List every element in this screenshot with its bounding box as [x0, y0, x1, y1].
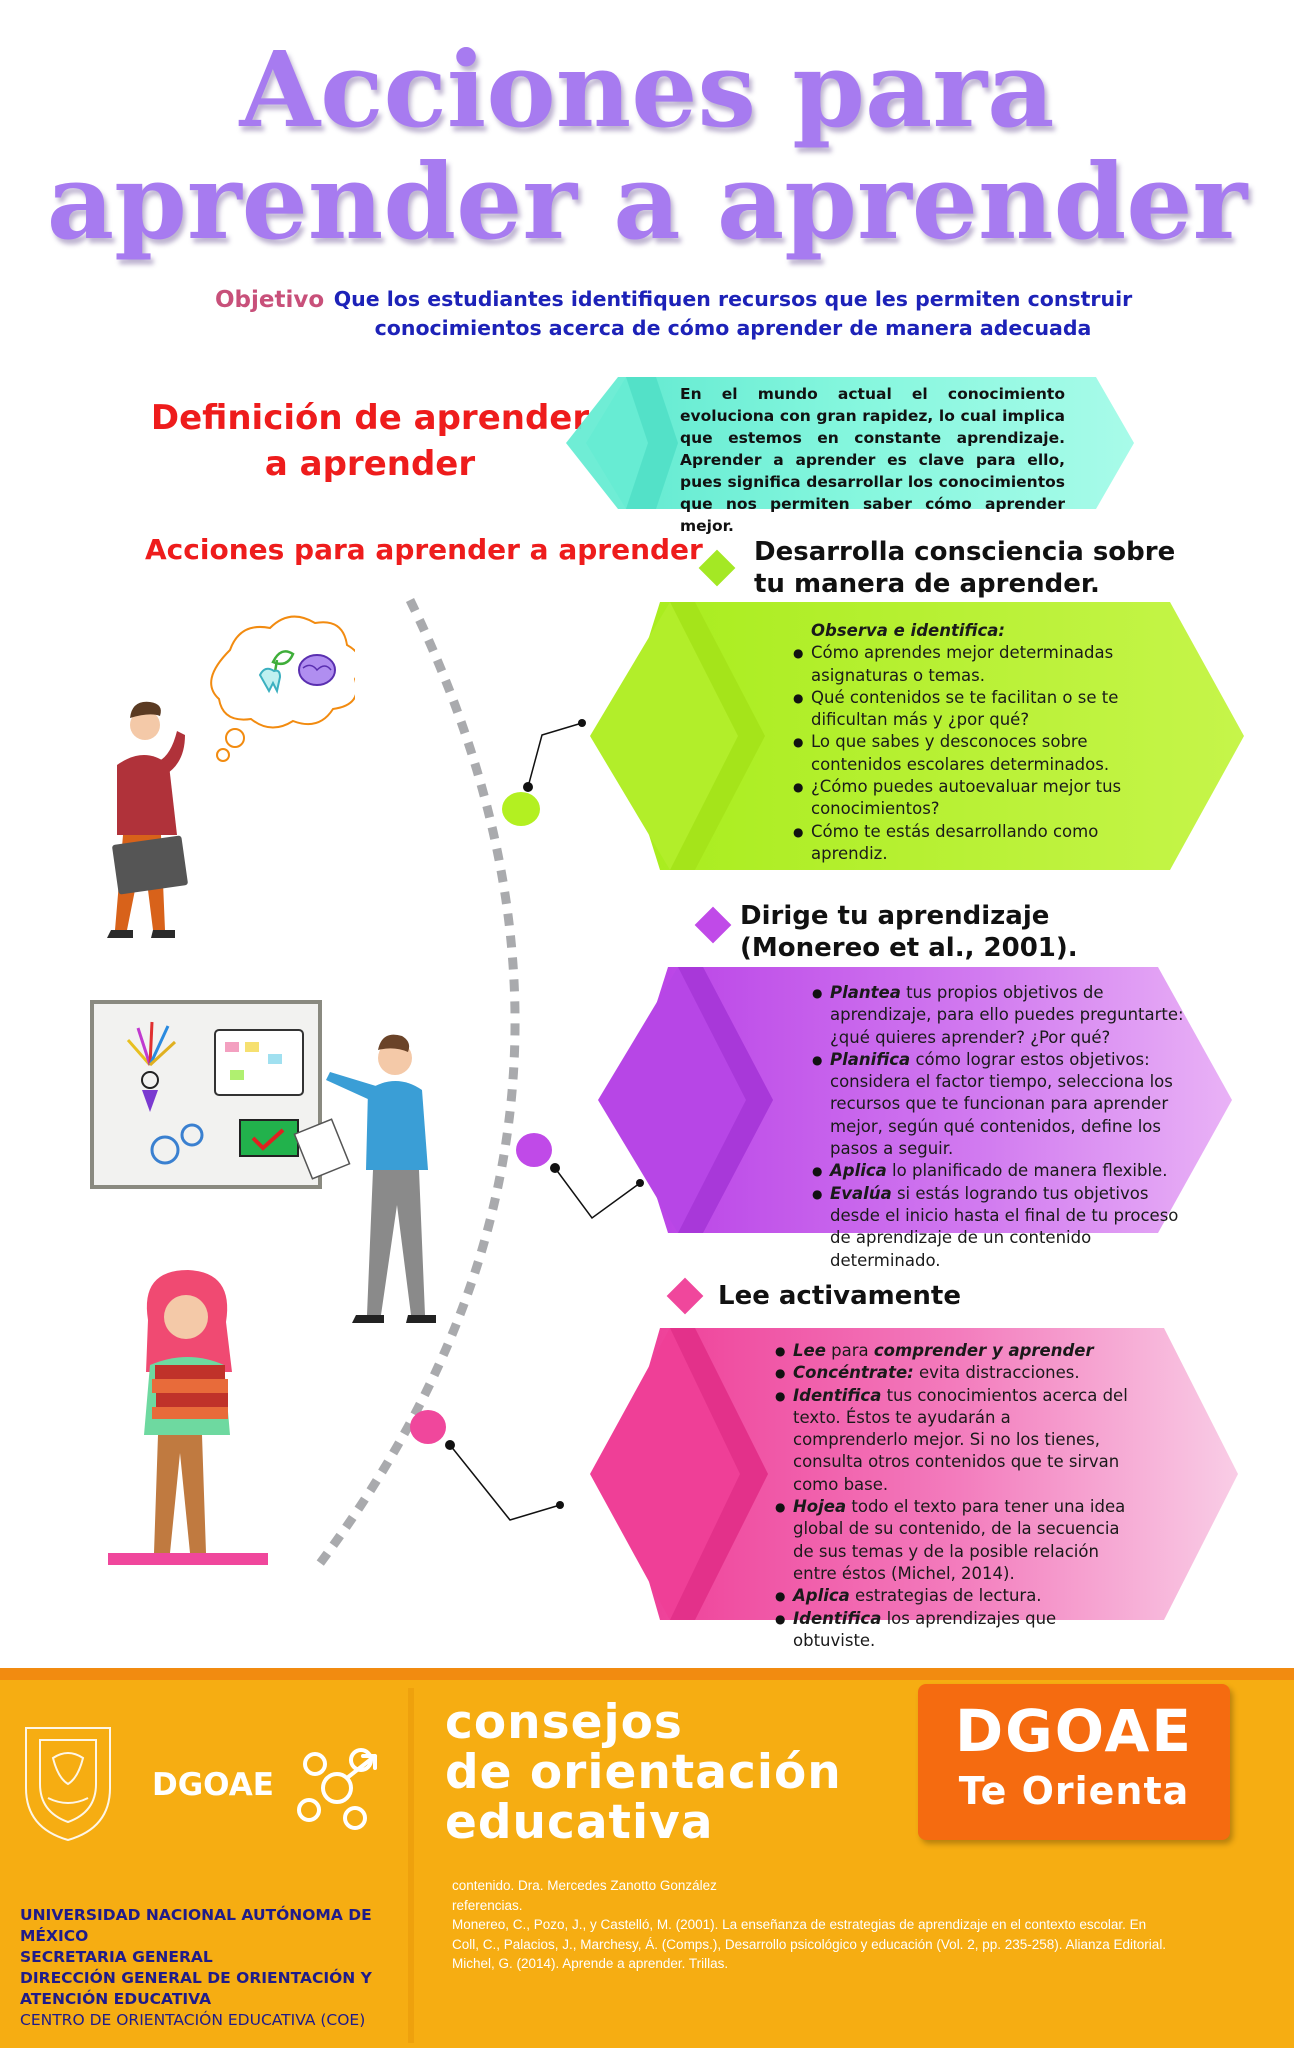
reading-student-illustration: [108, 1270, 268, 1565]
section3-heading: Lee activamente: [718, 1281, 961, 1311]
planning-board-illustration: [90, 1000, 436, 1323]
list-item: Identifica los aprendizajes que obtuvist…: [775, 1608, 1130, 1653]
section1-heading: Desarrolla consciencia sobre tu manera d…: [754, 536, 1175, 600]
dgoae-logo-icon: [297, 1748, 377, 1830]
institution-lines: UNIVERSIDAD NACIONAL AUTÓNOMA DE MÉXICO …: [20, 1905, 405, 2031]
list-item: Concéntrate: evita distracciones.: [775, 1362, 1130, 1385]
thinking-student-illustration: [107, 615, 355, 938]
section2-heading-line1: Dirige tu aprendizaje: [740, 901, 1050, 931]
list-item: ¿Cómo puedes autoevaluar mejor tus conoc…: [793, 776, 1168, 821]
list-item: Aplica lo planificado de manera flexible…: [812, 1160, 1184, 1183]
definition-box: [566, 377, 1134, 509]
list-item: Identifica tus conocimientos acerca del …: [775, 1385, 1130, 1496]
section1-heading-line2: tu manera de aprender.: [754, 569, 1100, 599]
coe-title-line2: de orientación: [445, 1745, 842, 1800]
badge-line1: DGOAE: [954, 1697, 1193, 1765]
coe-title: consejos de orientación educativa: [445, 1698, 842, 1848]
institution-line: CENTRO DE ORIENTACIÓN EDUCATIVA (COE): [20, 2011, 366, 2029]
list-item: Cómo te estás desarrollando como aprendi…: [793, 821, 1168, 866]
timeline-arc: [311, 598, 520, 1573]
page-title-line1: Acciones para: [239, 28, 1055, 151]
footer-strip: [0, 1668, 1294, 1680]
list-item: Aplica estrategias de lectura.: [775, 1585, 1130, 1608]
list-item: Lee para comprender y aprender: [775, 1340, 1130, 1363]
page-title-line2: aprender a aprender: [46, 140, 1248, 263]
list-item: Cómo aprendes mejor determinadas asignat…: [793, 642, 1168, 687]
unam-seal-icon: [25, 1727, 111, 1842]
list-item: Planifica cómo lograr estos objetivos: c…: [812, 1049, 1184, 1160]
definition-title: Definición de aprender a aprender: [150, 395, 590, 487]
timeline-node-green: [502, 792, 540, 826]
credit-line: referencias.: [452, 1897, 523, 1913]
section2-card-text: Plantea tus propios objetivos de aprendi…: [812, 982, 1184, 1272]
footer-divider: [408, 1688, 414, 2043]
dgoae-logo-text: DGOAE: [152, 1767, 274, 1803]
credits-references: contenido. Dra. Mercedes Zanotto Gonzále…: [452, 1876, 1172, 1974]
timeline-node-purple: [516, 1133, 552, 1167]
definition-title-line2: a aprender: [264, 444, 476, 484]
list-item: Plantea tus propios objetivos de aprendi…: [812, 982, 1184, 1049]
objective-text: Que los estudiantes identifiquen recurso…: [333, 287, 1133, 340]
section2-heading: Dirige tu aprendizaje (Monereo et al., 2…: [740, 900, 1078, 964]
credit-line: Monereo, C., Pozo, J., y Castelló, M. (2…: [452, 1917, 1167, 1952]
list-item: Qué contenidos se te facilitan o se te d…: [793, 687, 1168, 732]
timeline-node-pink: [410, 1410, 446, 1444]
coe-title-line1: consejos: [445, 1695, 683, 1750]
institution-line: UNIVERSIDAD NACIONAL AUTÓNOMA DE MÉXICO: [20, 1906, 372, 1945]
section2-heading-line2: (Monereo et al., 2001).: [740, 933, 1078, 963]
section1-heading-line1: Desarrolla consciencia sobre: [754, 537, 1176, 567]
coe-title-line3: educativa: [445, 1795, 714, 1850]
section3-card-text: Lee para comprender y aprender Concéntra…: [775, 1340, 1130, 1652]
objective-label: Objetivo: [215, 287, 325, 313]
dgoae-badge: DGOAE Te Orienta: [918, 1684, 1230, 1840]
list-item: Evalúa si estás logrando tus objetivos d…: [812, 1183, 1184, 1272]
badge-line2: Te Orienta: [958, 1769, 1190, 1813]
section1-card-text: Observa e identifica: Cómo aprendes mejo…: [793, 620, 1168, 865]
actions-heading: Acciones para aprender a aprender: [145, 533, 703, 566]
credit-line: contenido. Dra. Mercedes Zanotto Gonzále…: [452, 1878, 717, 1893]
section1-intro: Observa e identifica:: [811, 621, 1006, 640]
institution-line: ATENCIÓN EDUCATIVA: [20, 1990, 212, 2008]
credit-line: Michel, G. (2014). Aprende a aprender. T…: [452, 1956, 729, 1971]
timeline-connectors: [445, 719, 644, 1521]
institution-line: SECRETARIA GENERAL: [20, 1948, 213, 1966]
institution-line: DIRECCIÓN GENERAL DE ORIENTACIÓN Y: [20, 1969, 372, 1987]
definition-title-line1: Definición de aprender: [150, 398, 590, 438]
list-item: Lo que sabes y desconoces sobre contenid…: [793, 731, 1168, 776]
list-item: Hojea todo el texto para tener una idea …: [775, 1496, 1130, 1585]
definition-text: En el mundo actual el conocimiento evolu…: [680, 385, 1065, 535]
